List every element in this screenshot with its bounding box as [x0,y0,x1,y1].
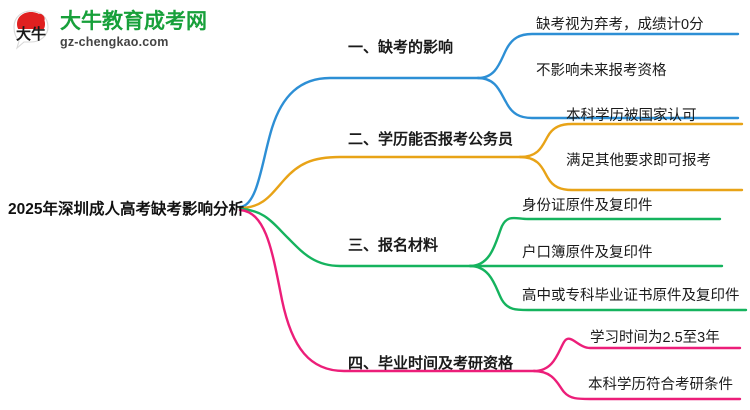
leaf-label-4-1[interactable]: 学习时间为2.5至3年 [590,330,720,346]
branch-label-2[interactable]: 二、学历能否报考公务员 [348,131,514,148]
wire-root-branch-2 [238,155,522,210]
logo-mark-icon: 大牛 [8,7,54,53]
leaf-label-4-2[interactable]: 本科学历符合考研条件 [588,377,733,393]
leaf-label-3-1[interactable]: 身份证原件及复印件 [522,198,653,214]
branch-label-3[interactable]: 三、报名材料 [348,237,439,254]
leaf-label-3-3[interactable]: 高中或专科毕业证书原件及复印件 [522,288,740,304]
root-node-label[interactable]: 2025年深圳成人高考缺考影响分析 [8,201,244,218]
leaf-label-2-2[interactable]: 满足其他要求即可报考 [566,153,711,169]
logo-text: 大牛教育成考网 gz-chengkao.com [60,11,207,49]
svg-text:大牛: 大牛 [16,25,46,43]
logo-name-cn: 大牛教育成考网 [60,10,207,34]
leaf-label-2-1[interactable]: 本科学历被国家认可 [566,108,697,124]
leaf-label-3-2[interactable]: 户口簿原件及复印件 [522,245,653,261]
branch-label-4[interactable]: 四、毕业时间及考研资格 [348,355,514,372]
leaf-label-1-2[interactable]: 不影响未来报考资格 [536,63,667,79]
branch-label-1[interactable]: 一、缺考的影响 [348,39,454,56]
site-logo[interactable]: 大牛 大牛教育成考网 gz-chengkao.com [8,4,207,56]
leaf-label-1-1[interactable]: 缺考视为弃考，成绩计0分 [536,17,704,33]
logo-domain: gz-chengkao.com [60,35,169,50]
